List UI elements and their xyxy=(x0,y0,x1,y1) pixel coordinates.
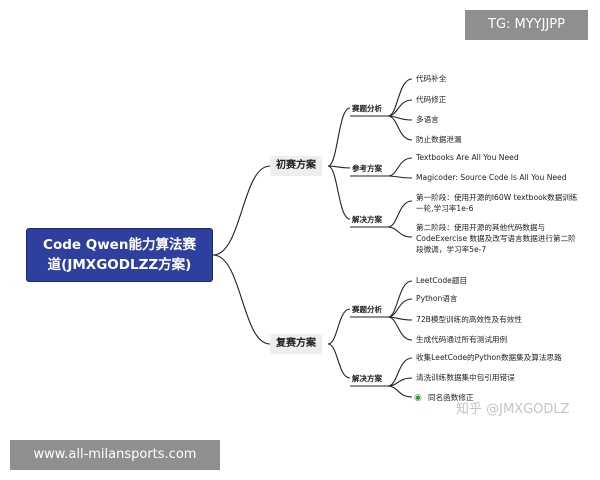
link-root-preliminary xyxy=(212,165,271,256)
leaf-item: 生成代码通过所有测试用例 xyxy=(416,335,508,344)
link-final-analysis xyxy=(327,308,351,345)
leaf-item: 72B模型训练的高效性及有效性 xyxy=(416,315,522,324)
branch-final: 复赛方案 xyxy=(270,334,322,354)
prelim-solution: 解决方案 xyxy=(352,215,382,224)
prelim-reference: 参考方案 xyxy=(352,164,382,173)
leaf-item: 代码修正 xyxy=(416,95,447,104)
leaf-item: Magicoder: Source Code Is All You Need xyxy=(416,173,567,182)
root-title-line1: Code Qwen能力算法赛 xyxy=(43,237,196,253)
leaf-item-stage1: 第一阶段：使用开源的l60W textbook数据训练 一轮,学习率1e-6 xyxy=(416,193,578,213)
leaf-item: 收集LeetCode的Python数据集及算法思路 xyxy=(416,353,562,362)
tg-watermark: TG: MYYJJPP xyxy=(465,10,588,40)
final-analysis: 赛题分析 xyxy=(352,305,382,314)
check-circle-icon: ◉ xyxy=(414,393,422,403)
leaf-item: 清洗训练数据集中包引用错误 xyxy=(416,373,515,382)
leaf-item: 多语言 xyxy=(416,115,439,124)
leaf-item: Textbooks Are All You Need xyxy=(416,153,519,162)
leaf-item-stage2: 第二阶段：使用开源的其他代码数据与 CodeExercise 数据及改写语言数据… xyxy=(416,223,576,254)
leaf-item: LeetCode题目 xyxy=(416,276,468,285)
link-root-final xyxy=(212,254,271,345)
zhihu-watermark: 知乎 @JMXGODLZ xyxy=(456,402,570,417)
link-prelim-analysis xyxy=(327,107,351,167)
link-final-solution xyxy=(327,343,351,379)
root-title-line2: 道(JMXGODLZZ方案) xyxy=(47,257,192,273)
leaf-item: 防止数据泄漏 xyxy=(416,135,462,144)
root-node: Code Qwen能力算法赛 道(JMXGODLZZ方案) xyxy=(26,228,213,282)
final-solution: 解决方案 xyxy=(352,374,382,383)
site-watermark: www.all-milansports.com xyxy=(10,440,220,470)
leaf-item: Python语言 xyxy=(416,294,458,303)
link-prelim-solution xyxy=(327,165,351,220)
branch-preliminary: 初赛方案 xyxy=(270,156,322,176)
link-prelim-reference xyxy=(327,165,351,169)
prelim-analysis: 赛题分析 xyxy=(352,104,382,113)
leaf-item: 代码补全 xyxy=(416,74,447,83)
leaf-item: 同名函数修正 xyxy=(428,393,474,402)
